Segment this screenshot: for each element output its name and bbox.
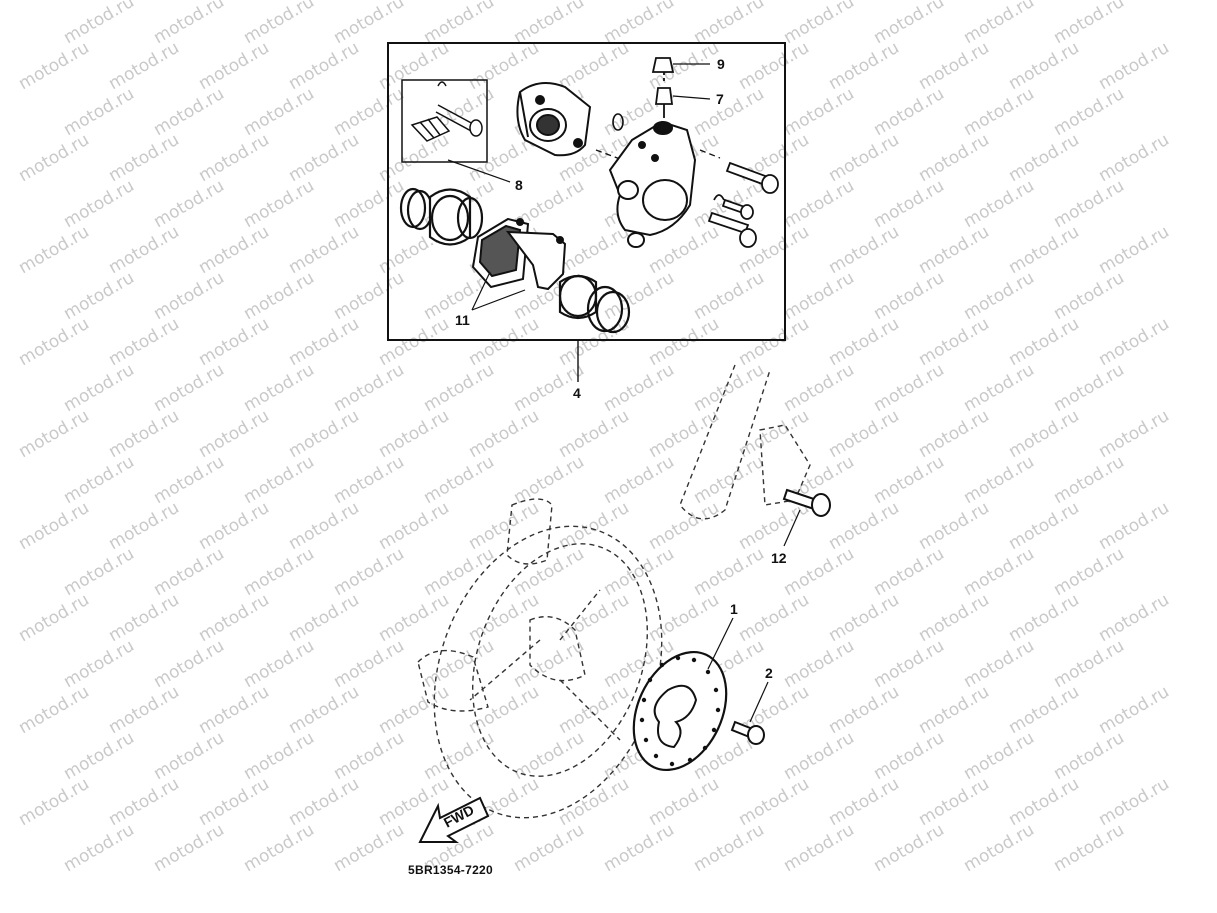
caliper-body-part bbox=[608, 120, 697, 248]
callout-4: 4 bbox=[573, 385, 581, 401]
front-fork-outline bbox=[679, 364, 811, 520]
callout-11: 11 bbox=[455, 312, 470, 328]
caliper-bolts-part bbox=[707, 161, 779, 248]
caliper-bracket-part bbox=[516, 82, 592, 157]
brake-disc-part bbox=[632, 650, 728, 772]
fwd-arrow: FWD bbox=[418, 796, 490, 843]
pin-detail-box bbox=[401, 79, 488, 163]
bleed-screw-part bbox=[651, 57, 675, 118]
piston-seal-part bbox=[399, 187, 484, 246]
diagram-code: 5BR1354-7220 bbox=[408, 863, 493, 877]
brake-pad-part bbox=[471, 217, 567, 291]
second-piston-part bbox=[558, 274, 631, 334]
caliper-inset bbox=[387, 42, 786, 341]
caliper-pin-part bbox=[410, 81, 483, 142]
disc-bolt-part bbox=[730, 720, 765, 745]
callout-9: 9 bbox=[717, 56, 725, 72]
callout-2: 2 bbox=[765, 665, 773, 681]
callout-1: 1 bbox=[730, 601, 738, 617]
callout-12: 12 bbox=[771, 550, 787, 566]
axle-bolt-part bbox=[782, 488, 831, 517]
callout-7: 7 bbox=[716, 91, 724, 107]
callout-8: 8 bbox=[515, 177, 523, 193]
